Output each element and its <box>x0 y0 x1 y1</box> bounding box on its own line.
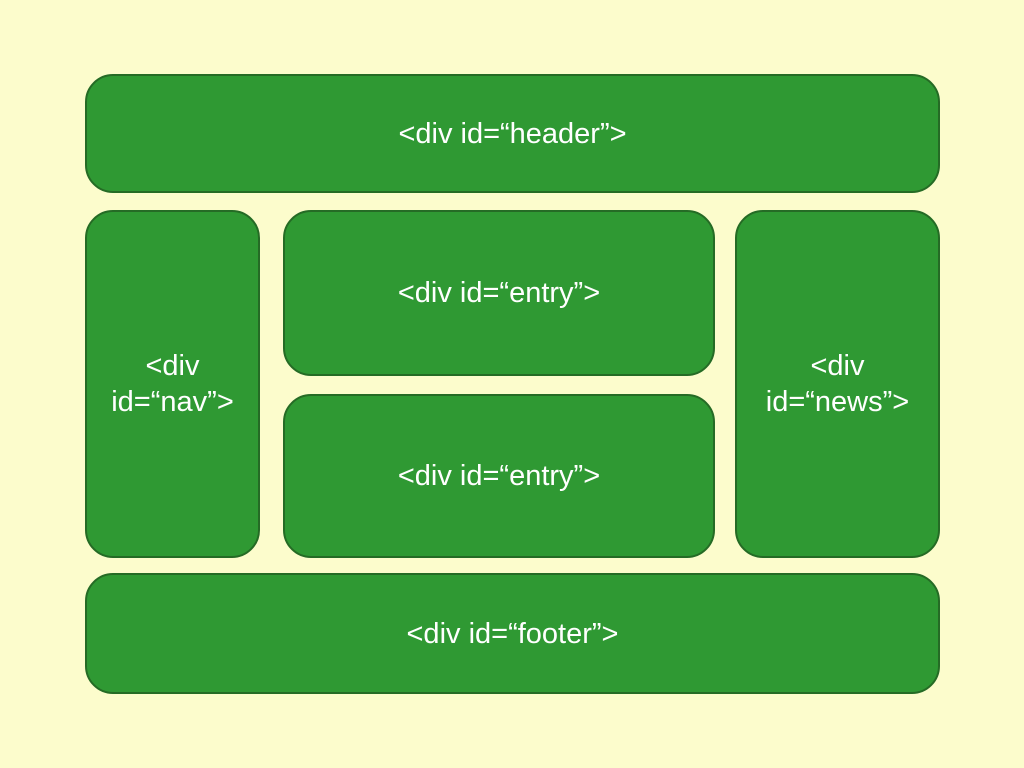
news-box-label: <div id=“news”> <box>765 350 910 418</box>
news-box: <div id=“news”> <box>735 210 940 558</box>
footer-box: <div id=“footer”> <box>85 573 940 694</box>
nav-box-label: <div id=“nav”> <box>111 350 234 418</box>
footer-box-label: <div id=“footer”> <box>406 617 619 650</box>
entry-box-bottom: <div id=“entry”> <box>283 394 715 558</box>
entry-box-top: <div id=“entry”> <box>283 210 715 376</box>
entry-box-bottom-label: <div id=“entry”> <box>397 460 601 492</box>
nav-box: <div id=“nav”> <box>85 210 260 558</box>
header-box-label: <div id=“header”> <box>398 117 627 150</box>
header-box: <div id=“header”> <box>85 74 940 193</box>
entry-box-top-label: <div id=“entry”> <box>397 277 601 309</box>
